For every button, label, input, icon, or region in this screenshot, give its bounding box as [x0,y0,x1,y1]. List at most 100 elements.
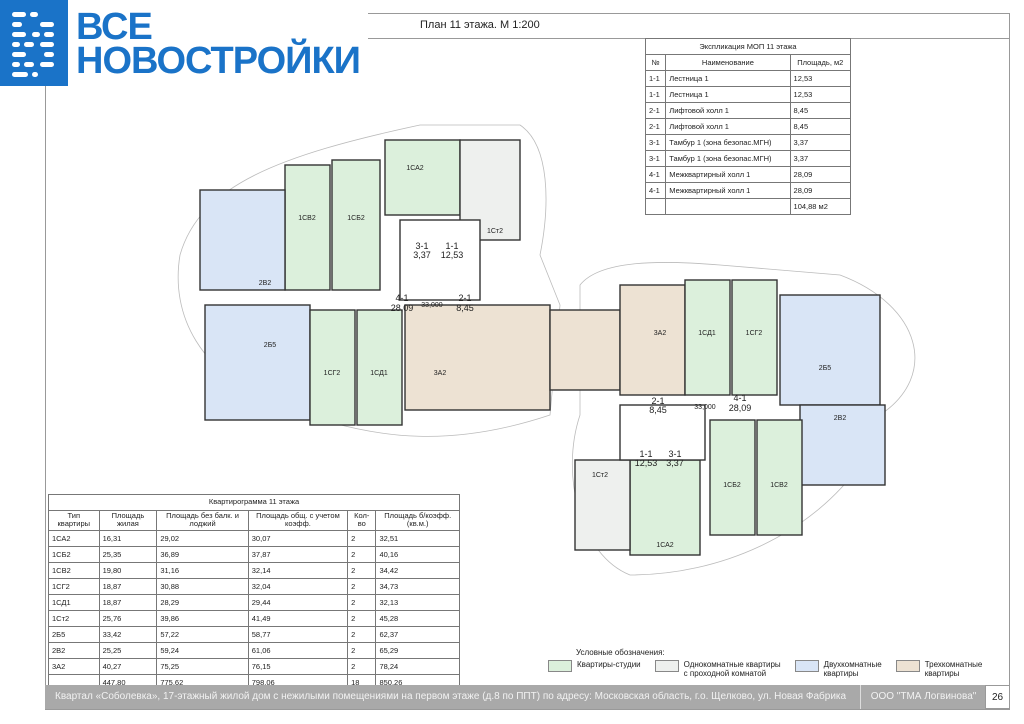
table-cell: 4-1 [644,166,667,183]
apartment-1SB2 [331,159,381,291]
unit-label: 1Ст2 [487,228,503,235]
legend-label: Двухкомнатные [823,660,882,669]
table-cell: 59,24 [156,641,249,659]
apartment-1SV2 [284,164,331,291]
table-caption: Экспликация МОП 11 этажа [645,38,851,55]
table-cell: 62,37 [375,625,460,643]
table-cell: 65,29 [375,641,460,659]
core-left [399,219,481,301]
legend-label: Квартиры-студии [577,660,641,669]
apartment-1SD1 [356,309,403,426]
table-cell: 2В2 [48,641,100,659]
table-cell: 33,42 [98,625,158,643]
legend-swatch [654,660,679,672]
unit-label: 1СА2 [656,542,673,549]
legend-label: квартиры [823,669,859,678]
table-cell: 2 [347,641,377,659]
tambur-code: 3-1 [415,241,428,251]
logo-mark-icon [0,0,68,86]
column-header: Площадь жилая [98,510,158,531]
hall-code: 4-1 [395,293,408,303]
apartment-1SA2 [384,139,461,216]
stair-code: 1-1 [445,241,458,251]
column-header: Площадь, м2 [789,54,852,71]
stair-code: 1-1 [639,449,652,459]
unit-label: 1СГ2 [746,330,763,337]
table-cell: 2 [347,593,377,611]
apartment-3A2 [404,304,551,411]
table-cell: 1СБ2 [48,545,100,563]
table-cell: 57,22 [156,625,249,643]
table-cell: 25,35 [98,545,158,563]
mop-total: 104,88 м2 [789,198,852,215]
table-cell: 1СД1 [48,593,100,611]
floor-plan: 1СВ2 1СБ2 1СА2 1Ст2 2В2 2Б5 1СГ2 1СД1 3А… [177,124,916,576]
apartment-1SD1-right [684,279,731,396]
legend: Условные обозначения: Квартиры-студии Од… [548,648,996,678]
legend-item-studio: Квартиры-студии [548,660,641,678]
unit-label: 2В2 [259,280,272,287]
hall-area: 28,09 [729,403,752,413]
table-cell [644,198,667,215]
apartment-2V2-right [799,404,886,486]
legend-swatch [794,660,819,672]
table-cell: 18,87 [98,593,158,611]
apartment-1SB2-right [709,419,756,536]
hall-code: 4-1 [733,393,746,403]
table-cell: 61,06 [247,641,349,659]
elevation-mark: 33,000 [694,404,716,411]
lift-area: 8,45 [456,303,474,313]
unit-label: 1СД1 [698,330,716,337]
table-cell: 1СА2 [48,529,100,547]
column-header: Тип квартиры [48,510,100,531]
table-cell: 1-1 [644,86,667,103]
table-cell: 58,77 [247,625,349,643]
apartment-3A2-right [549,309,621,391]
mop-explication-table: Экспликация МОП 11 этажа № Наименование … [644,38,852,215]
table-cell: 1СВ2 [48,561,100,579]
table-cell: 1-1 [644,70,667,87]
table-cell: 76,15 [247,657,349,675]
table-cell: 19,80 [98,561,158,579]
logo: ВСЕ НОВОСТРОЙКИ [0,0,368,86]
elevation-mark: 33,000 [421,302,443,309]
hall-area: 28,09 [391,303,414,313]
table-cell: 25,76 [98,609,158,627]
table-cell: Лестница 1 [665,70,791,87]
table-cell: 75,25 [156,657,249,675]
table-cell: 25,25 [98,641,158,659]
page-number: 26 [985,685,1010,709]
table-cell: 2 [347,657,377,675]
unit-label: 2В2 [834,415,847,422]
unit-label: 3А2 [434,370,447,377]
legend-title: Условные обозначения: [576,648,665,657]
table-caption: Квартирограмма 11 этажа [48,494,460,511]
footer: Квартал «Соболевка», 17-этажный жилой до… [45,685,1010,709]
company-name: ООО "ТМА Логвинова" [860,685,986,709]
logo-text-line2: НОВОСТРОЙКИ [76,40,361,82]
table-cell: 1Ст2 [48,609,100,627]
table-cell: 3А2 [48,657,100,675]
table-cell: 2-1 [644,118,667,135]
tambur-area: 3,37 [413,250,431,260]
table-cell: 16,31 [98,529,158,547]
table-cell: 12,53 [789,86,852,103]
table-cell: 40,27 [98,657,158,675]
table-cell: 2 [347,609,377,627]
stair-area: 12,53 [635,458,658,468]
apartment-2B5-right [779,294,881,406]
table-cell: 12,53 [789,70,852,87]
unit-label: 2Б5 [264,342,276,349]
